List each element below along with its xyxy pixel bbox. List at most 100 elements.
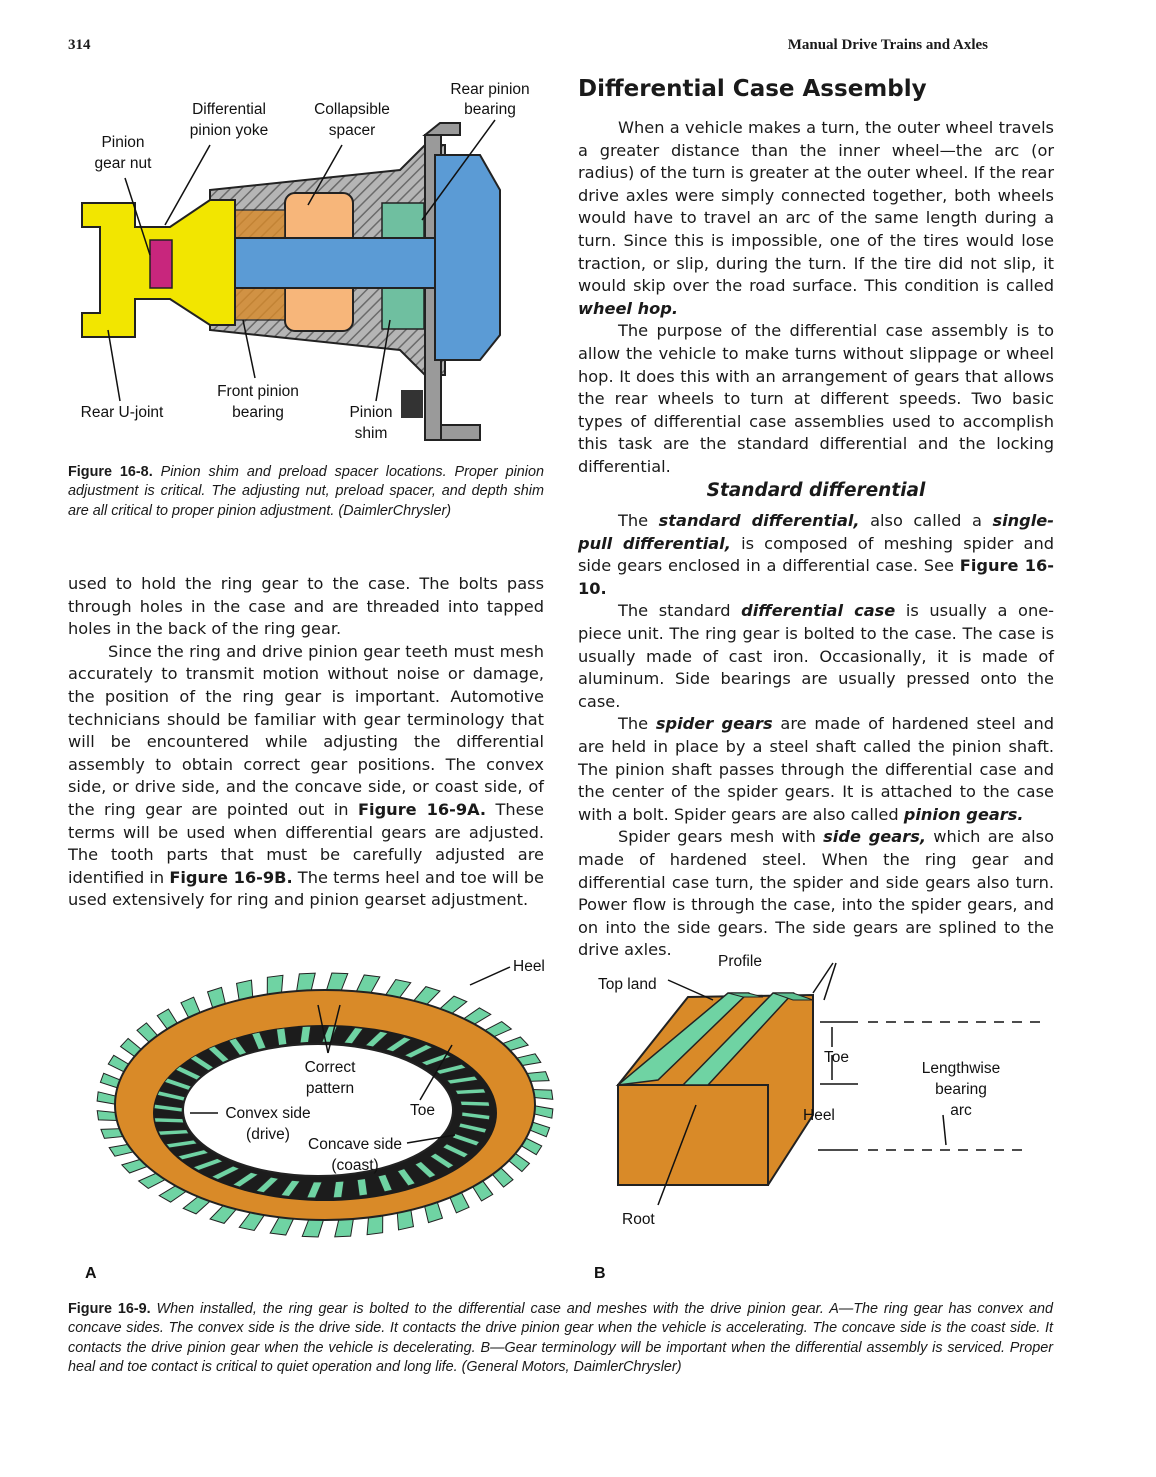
label-profile: Profile bbox=[718, 953, 762, 970]
right-column-text-top: When a vehicle makes a turn, the outer w… bbox=[578, 117, 1054, 479]
label-differential-pinion-yoke-2: pinion yoke bbox=[190, 122, 268, 139]
label-lengthwise-bearing-arc-3: arc bbox=[950, 1102, 972, 1119]
ring-gear-inner-tooth bbox=[299, 1025, 312, 1044]
label-heel-b: Heel bbox=[803, 1107, 835, 1124]
label-pinion-gear-nut-1: Pinion bbox=[101, 134, 144, 151]
ring-gear-inner-tooth bbox=[165, 1139, 199, 1149]
label-concave-side-2: (coast) bbox=[331, 1157, 378, 1174]
right-paragraph-6: Spider gears mesh with side gears, which… bbox=[578, 827, 1054, 960]
panel-label-a: A bbox=[85, 1265, 97, 1282]
ring-gear-bore bbox=[182, 1043, 454, 1177]
ring-gear-inner-tooth bbox=[451, 1133, 481, 1147]
ring-gear-inner-tooth bbox=[396, 1168, 416, 1187]
figure-16-10-reference: Figure 16-10. bbox=[578, 556, 1054, 598]
label-concave-side-1: Concave side bbox=[308, 1136, 402, 1153]
left-paragraph-1: used to hold the ring gear to the case. … bbox=[68, 574, 544, 639]
ring-gear-inner-tooth bbox=[441, 1143, 470, 1159]
right-paragraph-1: When a vehicle makes a turn, the outer w… bbox=[578, 118, 1054, 318]
label-top-land: Top land bbox=[598, 976, 657, 993]
left-column-text: used to hold the ring gear to the case. … bbox=[68, 573, 544, 912]
term-side-gears: side gears, bbox=[823, 827, 926, 847]
ring-gear-inner-tooth bbox=[458, 1122, 488, 1134]
ring-gear-inner-tooth bbox=[445, 1075, 479, 1085]
term-spider-gears: spider gears bbox=[655, 714, 773, 734]
ring-gear-inner-tooth bbox=[434, 1063, 468, 1075]
label-convex-side-1: Convex side bbox=[225, 1105, 310, 1122]
ring-gear-inner-tooth bbox=[306, 1181, 323, 1199]
figure-16-9-caption: Figure 16-9. When installed, the ring ge… bbox=[68, 1300, 1053, 1377]
ring-gear-inner-tooth bbox=[176, 1149, 210, 1161]
term-wheel-hop: wheel hop. bbox=[578, 298, 679, 318]
ring-gear-inner-tooth bbox=[377, 1173, 393, 1193]
term-pinion-gears: pinion gears. bbox=[903, 804, 1024, 824]
label-toe-b: Toe bbox=[824, 1049, 849, 1066]
label-pinion-shim-1: Pinion bbox=[349, 404, 392, 421]
left-paragraph-2: Since the ring and drive pinion gear tee… bbox=[68, 641, 544, 910]
figure-16-8-caption: Figure 16-8. Pinion shim and preload spa… bbox=[68, 463, 544, 521]
label-lengthwise-bearing-arc-2: bearing bbox=[935, 1081, 987, 1098]
ring-gear-inner-tooth bbox=[429, 1152, 455, 1170]
label-toe-a: Toe bbox=[410, 1102, 435, 1119]
label-collapsible-spacer-1: Collapsible bbox=[314, 101, 390, 118]
figure-16-9a-ring-gear: Heel Correct pattern Toe Convex side (driv… bbox=[85, 958, 554, 1282]
label-front-pinion-bearing-2: bearing bbox=[232, 404, 284, 421]
right-paragraph-5: The spider gears are made of hardened st… bbox=[578, 714, 1054, 824]
label-convex-side-2: (drive) bbox=[246, 1126, 290, 1143]
ring-gear-inner-tooth bbox=[231, 1171, 260, 1188]
svg-text:Convex side(drive): Convex side (drive) bbox=[225, 1105, 310, 1143]
section-title: Differential Case Assembly bbox=[578, 76, 927, 102]
ring-gear-inner-tooth bbox=[210, 1165, 241, 1180]
term-standard-differential: standard differential, bbox=[658, 511, 860, 530]
figure-16-9-caption-number: Figure 16-9. bbox=[68, 1301, 151, 1317]
label-correct-pattern-1: Correct bbox=[305, 1059, 357, 1076]
label-lengthwise-bearing-arc-1: Lengthwise bbox=[922, 1060, 1000, 1077]
ring-gear-inner-tooth bbox=[420, 1053, 452, 1066]
figure-16-9-caption-text: When installed, the ring gear is bolted … bbox=[68, 1301, 1053, 1375]
running-title: Manual Drive Trains and Axles bbox=[787, 37, 988, 53]
ring-gear-inner-tooth bbox=[280, 1179, 301, 1197]
ring-gear-inner-tooth bbox=[403, 1044, 434, 1059]
right-paragraph-4: The standard differential case is usuall… bbox=[578, 601, 1055, 711]
figure-16-9a-reference: Figure 16-9A. bbox=[357, 799, 487, 819]
figure-16-9b-gear-tooth: Profile Top land Toe Lengthwise bearing ar… bbox=[594, 953, 1048, 1282]
subsection-title: Standard differential bbox=[706, 480, 926, 501]
label-rear-u-joint: Rear U-joint bbox=[81, 404, 164, 421]
ring-gear-inner-tooth bbox=[461, 1111, 491, 1121]
label-differential-pinion-yoke-1: Differential bbox=[192, 101, 266, 118]
ring-gear-inner-tooth bbox=[153, 1117, 185, 1124]
ring-gear-inner-tooth bbox=[157, 1129, 190, 1136]
drive-pinion-head bbox=[434, 154, 501, 361]
right-column-text-bottom: The standard differential, also called a… bbox=[578, 510, 1054, 962]
svg-text:Concave side(coast): Concave side (coast) bbox=[308, 1136, 402, 1174]
ring-gear-inner-tooth-faces bbox=[153, 1025, 491, 1199]
ring-gear-inner-tooth bbox=[255, 1176, 280, 1194]
panel-label-b: B bbox=[594, 1265, 606, 1282]
label-front-pinion-bearing-1: Front pinion bbox=[217, 383, 299, 400]
ring-gear-inner-tooth bbox=[343, 1027, 364, 1045]
figure-16-8-caption-text: Pinion shim and preload spacer locations… bbox=[68, 464, 544, 519]
label-pinion-gear-nut-2: gear nut bbox=[95, 155, 153, 172]
ring-gear-inner-tooth bbox=[459, 1100, 491, 1107]
figure-16-8-caption-number: Figure 16-8. bbox=[68, 464, 153, 480]
housing-bolt bbox=[401, 390, 423, 418]
label-heel-a: Heel bbox=[513, 958, 545, 975]
label-correct-pattern-2: pattern bbox=[306, 1080, 354, 1097]
term-single-pull-differential: single-pull differential, bbox=[578, 511, 1054, 553]
ring-gear-inner-tooth bbox=[192, 1158, 224, 1171]
label-pinion-shim-2: shim bbox=[355, 425, 388, 442]
page-number: 314 bbox=[68, 37, 91, 53]
ring-gear-inner-tooth bbox=[384, 1036, 413, 1053]
right-paragraph-2: The purpose of the differential case ass… bbox=[578, 321, 1054, 476]
label-root: Root bbox=[622, 1211, 655, 1228]
right-paragraph-3: The standard differential, also called a… bbox=[578, 511, 1054, 598]
ring-gear-inner-tooth bbox=[364, 1030, 389, 1048]
